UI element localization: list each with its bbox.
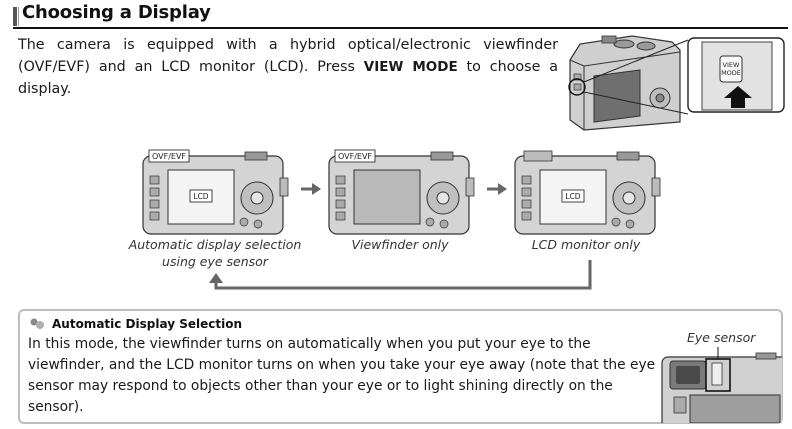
intro-text-after: to choose a display. [18,59,558,97]
intro-text-before: The camera is equipped with a hybrid opt… [18,37,558,75]
note-bullet-icon [30,318,44,329]
overlay-lcd-label: LCD [193,192,208,201]
view-mode-label-line2: MODE [721,69,741,77]
overlay-ovf-evf-label: OVF/EVF [338,152,372,161]
view-mode-button-name: VIEW MODE [363,59,458,75]
caption-viewfinder-mode: Viewfinder only [320,236,480,253]
camera-top-illustration: VIEW MODE [568,35,785,131]
view-mode-label-line1: VIEW [723,61,740,69]
camera-auto-mode: OVF/EVF LCD [142,149,289,235]
section-heading: Choosing a Display [13,2,788,29]
camera-viewfinder-mode: OVF/EVF [328,149,475,235]
camera-lcd-mode: LCD [514,150,661,235]
intro-paragraph: The camera is equipped with a hybrid opt… [18,34,558,100]
caption-viewfinder-line1: Viewfinder only [351,237,449,252]
caption-auto-mode: Automatic display selection using eye se… [120,236,310,270]
caption-lcd-mode: LCD monitor only [506,236,666,253]
overlay-lcd-label: LCD [565,192,580,201]
eye-sensor-label: Eye sensor [687,330,756,345]
arrow-right-icon [301,183,321,195]
heading-bar [13,7,17,26]
arrow-right-icon [487,183,507,195]
note-box: Automatic Display Selection In this mode… [18,309,783,424]
heading-bar-thin [18,7,19,26]
caption-auto-line1: Automatic display selection [128,237,302,252]
caption-lcd-line1: LCD monitor only [531,237,641,252]
note-body: In this mode, the viewfinder turns on au… [28,336,656,415]
note-title: Automatic Display Selection [52,317,242,331]
caption-auto-line2: using eye sensor [162,254,268,269]
overlay-ovf-evf-label: OVF/EVF [152,152,186,161]
return-arrow-icon [209,260,592,290]
note-title-row: Automatic Display Selection [30,317,242,331]
page-title: Choosing a Display [22,2,211,23]
eye-sensor-illustration [661,347,782,423]
